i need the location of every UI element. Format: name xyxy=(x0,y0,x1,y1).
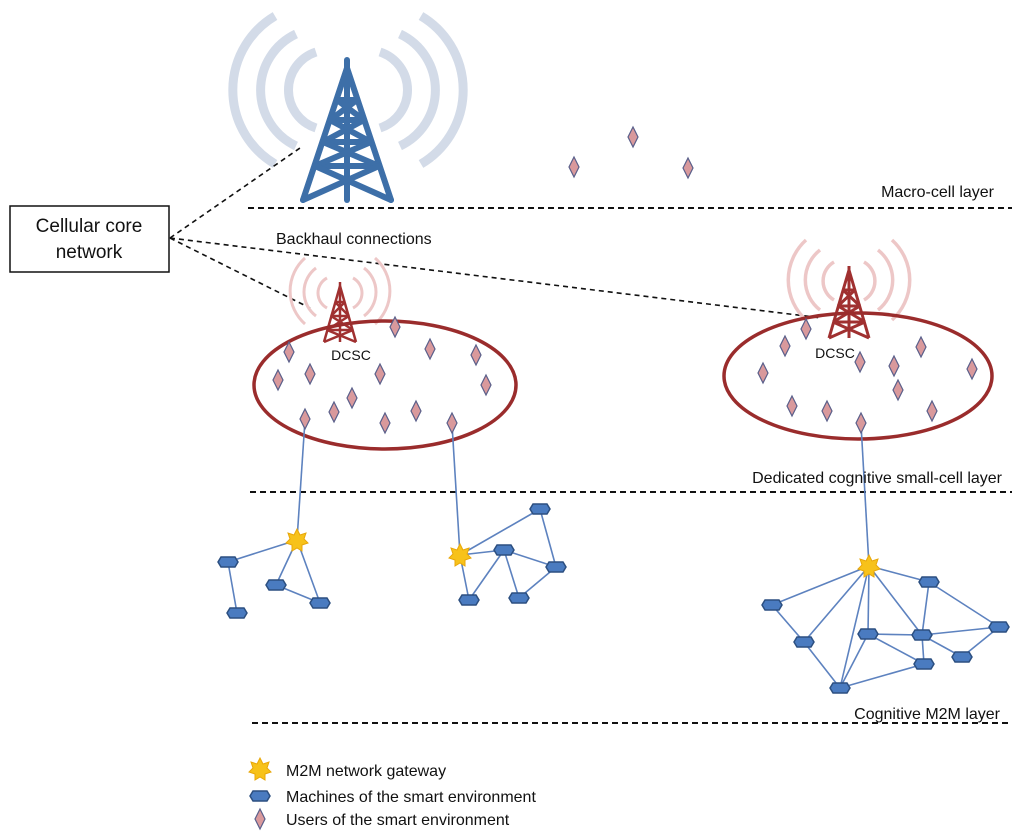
m2m-layer-label: Cognitive M2M layer xyxy=(854,706,1001,723)
user-icon xyxy=(379,411,391,435)
machine-icon xyxy=(793,636,815,648)
gateway-icon xyxy=(448,542,472,567)
user-icon xyxy=(283,340,295,364)
user-icon xyxy=(299,407,311,431)
core-network-label-line1: Cellular core xyxy=(36,216,143,237)
machine-icon xyxy=(493,544,515,556)
gateway-uplinks xyxy=(296,419,870,567)
small-cell-layer-label: Dedicated cognitive small-cell layer xyxy=(752,470,1003,487)
machine-icon xyxy=(217,556,239,568)
small-cell-coverage-2 xyxy=(722,311,994,441)
machine-icon xyxy=(226,607,248,619)
dcsc-signal-waves-1 xyxy=(288,256,392,326)
user-icon xyxy=(328,400,340,424)
user-icon xyxy=(304,362,316,386)
user-icon xyxy=(926,399,938,423)
machine-icon xyxy=(309,597,331,609)
user-icon xyxy=(410,399,422,423)
machine-icon xyxy=(829,682,851,694)
user-icon xyxy=(855,411,867,435)
layer-separators xyxy=(248,207,1012,724)
machines-group xyxy=(217,503,1010,694)
macro-signal-waves xyxy=(228,12,468,168)
machine-icon xyxy=(265,579,287,591)
legend-gateway-icon xyxy=(248,756,272,781)
machine-icon xyxy=(911,629,933,641)
dcsc-label-2: DCSC xyxy=(815,345,855,361)
machine-icon xyxy=(529,503,551,515)
user-icon xyxy=(480,373,492,397)
user-icon xyxy=(374,362,386,386)
dcsc-label-1: DCSC xyxy=(331,347,371,363)
legend-user-icon xyxy=(254,807,266,831)
macro-layer-label: Macro-cell layer xyxy=(881,184,995,201)
user-icon xyxy=(757,361,769,385)
user-icon xyxy=(346,386,358,410)
user-icon xyxy=(800,317,812,341)
user-icon xyxy=(786,394,798,418)
user-icon xyxy=(627,125,639,149)
cellular-core-network: Cellular core network xyxy=(9,205,170,273)
gateway-icon xyxy=(285,527,309,552)
user-icon xyxy=(272,368,284,392)
legend-machine-icon xyxy=(249,790,271,802)
machine-icon xyxy=(508,592,530,604)
machine-icon xyxy=(545,561,567,573)
gateway-icon xyxy=(857,553,881,578)
machine-icon xyxy=(988,621,1010,633)
dcsc-tower-icon-2 xyxy=(827,266,871,340)
user-icon xyxy=(446,411,458,435)
core-network-label-line2: network xyxy=(56,242,123,263)
machine-icon xyxy=(761,599,783,611)
user-icon xyxy=(389,315,401,339)
user-icon xyxy=(424,337,436,361)
dcsc-signal-waves-2 xyxy=(786,238,912,322)
user-icon xyxy=(966,357,978,381)
user-icon xyxy=(892,378,904,402)
user-icon xyxy=(779,334,791,358)
dcsc-tower-icon-1 xyxy=(322,282,358,344)
legend-machines-label: Machines of the smart environment xyxy=(286,789,536,806)
user-icon xyxy=(888,354,900,378)
machine-icon xyxy=(857,628,879,640)
legend-users-label: Users of the smart environment xyxy=(286,812,510,829)
machine-icon xyxy=(913,658,935,670)
user-icon xyxy=(915,335,927,359)
m2m-links xyxy=(227,508,1000,689)
user-icon xyxy=(821,399,833,423)
gateways-group xyxy=(285,527,881,578)
user-icon xyxy=(682,156,694,180)
backhaul-connections xyxy=(169,147,823,319)
backhaul-label: Backhaul connections xyxy=(276,231,432,248)
legend: M2M network gateway Machines of the smar… xyxy=(248,756,536,831)
user-icon xyxy=(568,155,580,179)
users-group xyxy=(272,125,978,435)
macro-tower-icon xyxy=(300,57,394,203)
user-icon xyxy=(470,343,482,367)
legend-gateway-label: M2M network gateway xyxy=(286,763,446,780)
machine-icon xyxy=(951,651,973,663)
machine-icon xyxy=(458,594,480,606)
machine-icon xyxy=(918,576,940,588)
user-icon xyxy=(854,350,866,374)
small-cell-coverage-1 xyxy=(252,319,518,451)
